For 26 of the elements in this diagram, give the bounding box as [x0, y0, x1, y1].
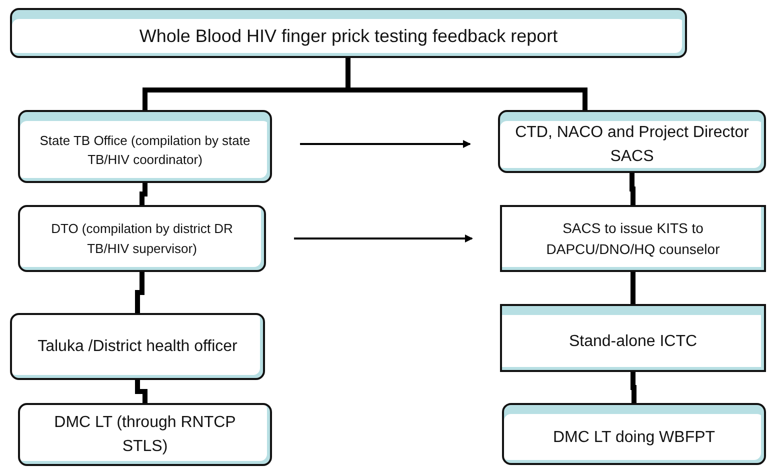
- process-box: [10, 8, 687, 58]
- box-text: DMC LT (through RNTCP STLS): [53, 412, 237, 456]
- box-text: Stand-alone ICTC: [568, 332, 698, 352]
- box-text: DTO (compilation by district DR TB/HIV supervisor): [50, 220, 234, 258]
- box-text: CTD, NACO and Project Director SACS: [514, 123, 750, 167]
- process-box: [18, 110, 272, 183]
- arrow: [294, 234, 473, 242]
- connector-line: [140, 183, 148, 205]
- box-text: Whole Blood HIV finger prick testing feedback report: [138, 25, 559, 48]
- box-text: SACS to issue KITS to DAPCU/DNO/HQ counselor: [545, 218, 721, 259]
- arrow: [300, 140, 471, 148]
- process-box: [500, 304, 766, 372]
- connector-line: [630, 272, 636, 304]
- connector-line: [630, 372, 636, 403]
- connector-line: [135, 272, 144, 313]
- process-box: [498, 110, 766, 173]
- box-text: Taluka /District health officer: [36, 336, 238, 356]
- process-box: [502, 403, 766, 465]
- process-box: [500, 205, 766, 272]
- process-box: [10, 313, 265, 380]
- process-box: [18, 403, 272, 466]
- connector-line: [630, 173, 636, 205]
- box-text: DMC LT doing WBFPT: [552, 428, 716, 448]
- box-text: State TB Office (compilation by state TB/HIV coordinator): [38, 132, 252, 169]
- process-box: [18, 205, 266, 272]
- connector-line: [135, 380, 148, 403]
